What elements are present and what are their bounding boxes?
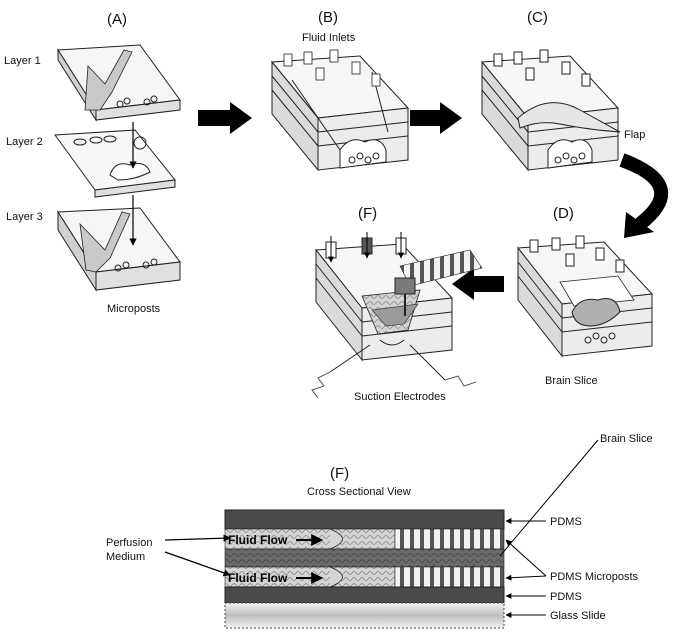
- arrow-b-to-c: [410, 102, 462, 134]
- layer2-slab: [54, 129, 176, 198]
- cross-section-title: Cross Sectional View: [307, 486, 411, 498]
- layer1-slab: [57, 44, 181, 122]
- panel-a-label: (A): [107, 11, 127, 28]
- panel-d: (D) Brain Slice: [517, 205, 654, 387]
- chip-c: [480, 49, 621, 172]
- pdms-top-label: PDMS: [550, 516, 582, 528]
- panel-f-top-label: (F): [358, 205, 377, 222]
- panel-f-top: (F) Suction Electrodes: [311, 205, 483, 403]
- panel-f-bottom-label: (F): [330, 465, 349, 482]
- microposts-bottom: [394, 566, 505, 588]
- chip-b: [270, 49, 410, 172]
- flap-label: Flap: [624, 129, 645, 141]
- pdms-microposts-label: PDMS Microposts: [550, 571, 639, 583]
- chip-f: [311, 232, 483, 399]
- layer3-slab: [57, 207, 181, 292]
- panel-c: (C) Flap: [480, 9, 645, 172]
- arrow-c-to-d: [619, 153, 669, 230]
- panel-d-label: (D): [553, 205, 574, 222]
- suction-electrodes-label: Suction Electrodes: [354, 391, 446, 403]
- fluid-flow-bottom-label: Fluid Flow: [228, 571, 288, 585]
- brain-slice-d-label: Brain Slice: [545, 375, 598, 387]
- perfusion-label-2: Medium: [106, 551, 145, 563]
- panel-b-label: (B): [318, 9, 338, 26]
- panel-c-label: (C): [527, 9, 548, 26]
- glass-slide-label: Glass Slide: [550, 610, 606, 622]
- panel-a: (A) Layer 1 Layer 2 Layer 3 Microposts: [4, 11, 181, 315]
- arrow-a-to-b: [198, 102, 252, 134]
- microposts-label: Microposts: [107, 303, 161, 315]
- arrow-c-to-d-head: [624, 212, 654, 238]
- arrow-d-to-f: [452, 268, 504, 300]
- pdms-top-layer: [224, 509, 505, 530]
- pdms-bottom-label: PDMS: [550, 591, 582, 603]
- layer2-label: Layer 2: [6, 136, 43, 148]
- chip-d: [517, 235, 654, 358]
- pdms-bottom-layer: [224, 586, 505, 604]
- perfusion-label-1: Perfusion: [106, 537, 152, 549]
- fluid-inlets-label: Fluid Inlets: [302, 32, 356, 44]
- panel-b: (B) Fluid Inlets: [270, 9, 410, 172]
- brain-slice-layer: [224, 548, 505, 568]
- panel-f-cross-section: (F) Cross Sectional View Brain Slice Per…: [106, 433, 653, 629]
- layer3-label: Layer 3: [6, 211, 43, 223]
- layer1-label: Layer 1: [4, 55, 41, 67]
- brain-slice-label: Brain Slice: [600, 433, 653, 445]
- microposts-top: [394, 528, 505, 550]
- fluid-flow-top-label: Fluid Flow: [228, 533, 288, 547]
- glass-slide-layer: [224, 602, 505, 629]
